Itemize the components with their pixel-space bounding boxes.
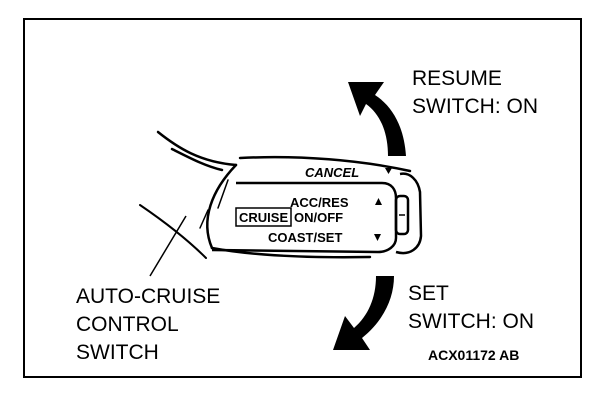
coast-set-label: COAST/SET — [268, 230, 342, 245]
resume-label-line2: SWITCH: ON — [412, 95, 538, 118]
figure-frame — [23, 18, 582, 378]
cruise-box — [235, 207, 292, 227]
on-off-label: ON/OFF — [294, 210, 343, 225]
cancel-arrow-icon — [385, 168, 392, 174]
cancel-label: CANCEL — [305, 165, 359, 180]
resume-label-line1: RESUME — [412, 67, 502, 90]
leader-line — [149, 215, 187, 277]
set-label-line1: SET — [408, 282, 449, 305]
switch-end-cap — [211, 172, 423, 255]
acc-res-up-arrow-icon — [375, 198, 382, 205]
acc-res-label: ACC/RES — [290, 195, 349, 210]
auto-cruise-label-line1: AUTO-CRUISE — [76, 285, 220, 308]
coast-set-down-arrow-icon — [374, 234, 381, 241]
set-arrow-icon — [333, 276, 394, 350]
resume-arrow-icon — [348, 82, 406, 156]
auto-cruise-label-line3: SWITCH — [76, 341, 159, 364]
set-label-line2: SWITCH: ON — [408, 310, 534, 333]
auto-cruise-label-line2: CONTROL — [76, 313, 179, 336]
figure-code: ACX01172 AB — [428, 347, 519, 363]
cruise-label: CRUISE — [239, 210, 288, 225]
